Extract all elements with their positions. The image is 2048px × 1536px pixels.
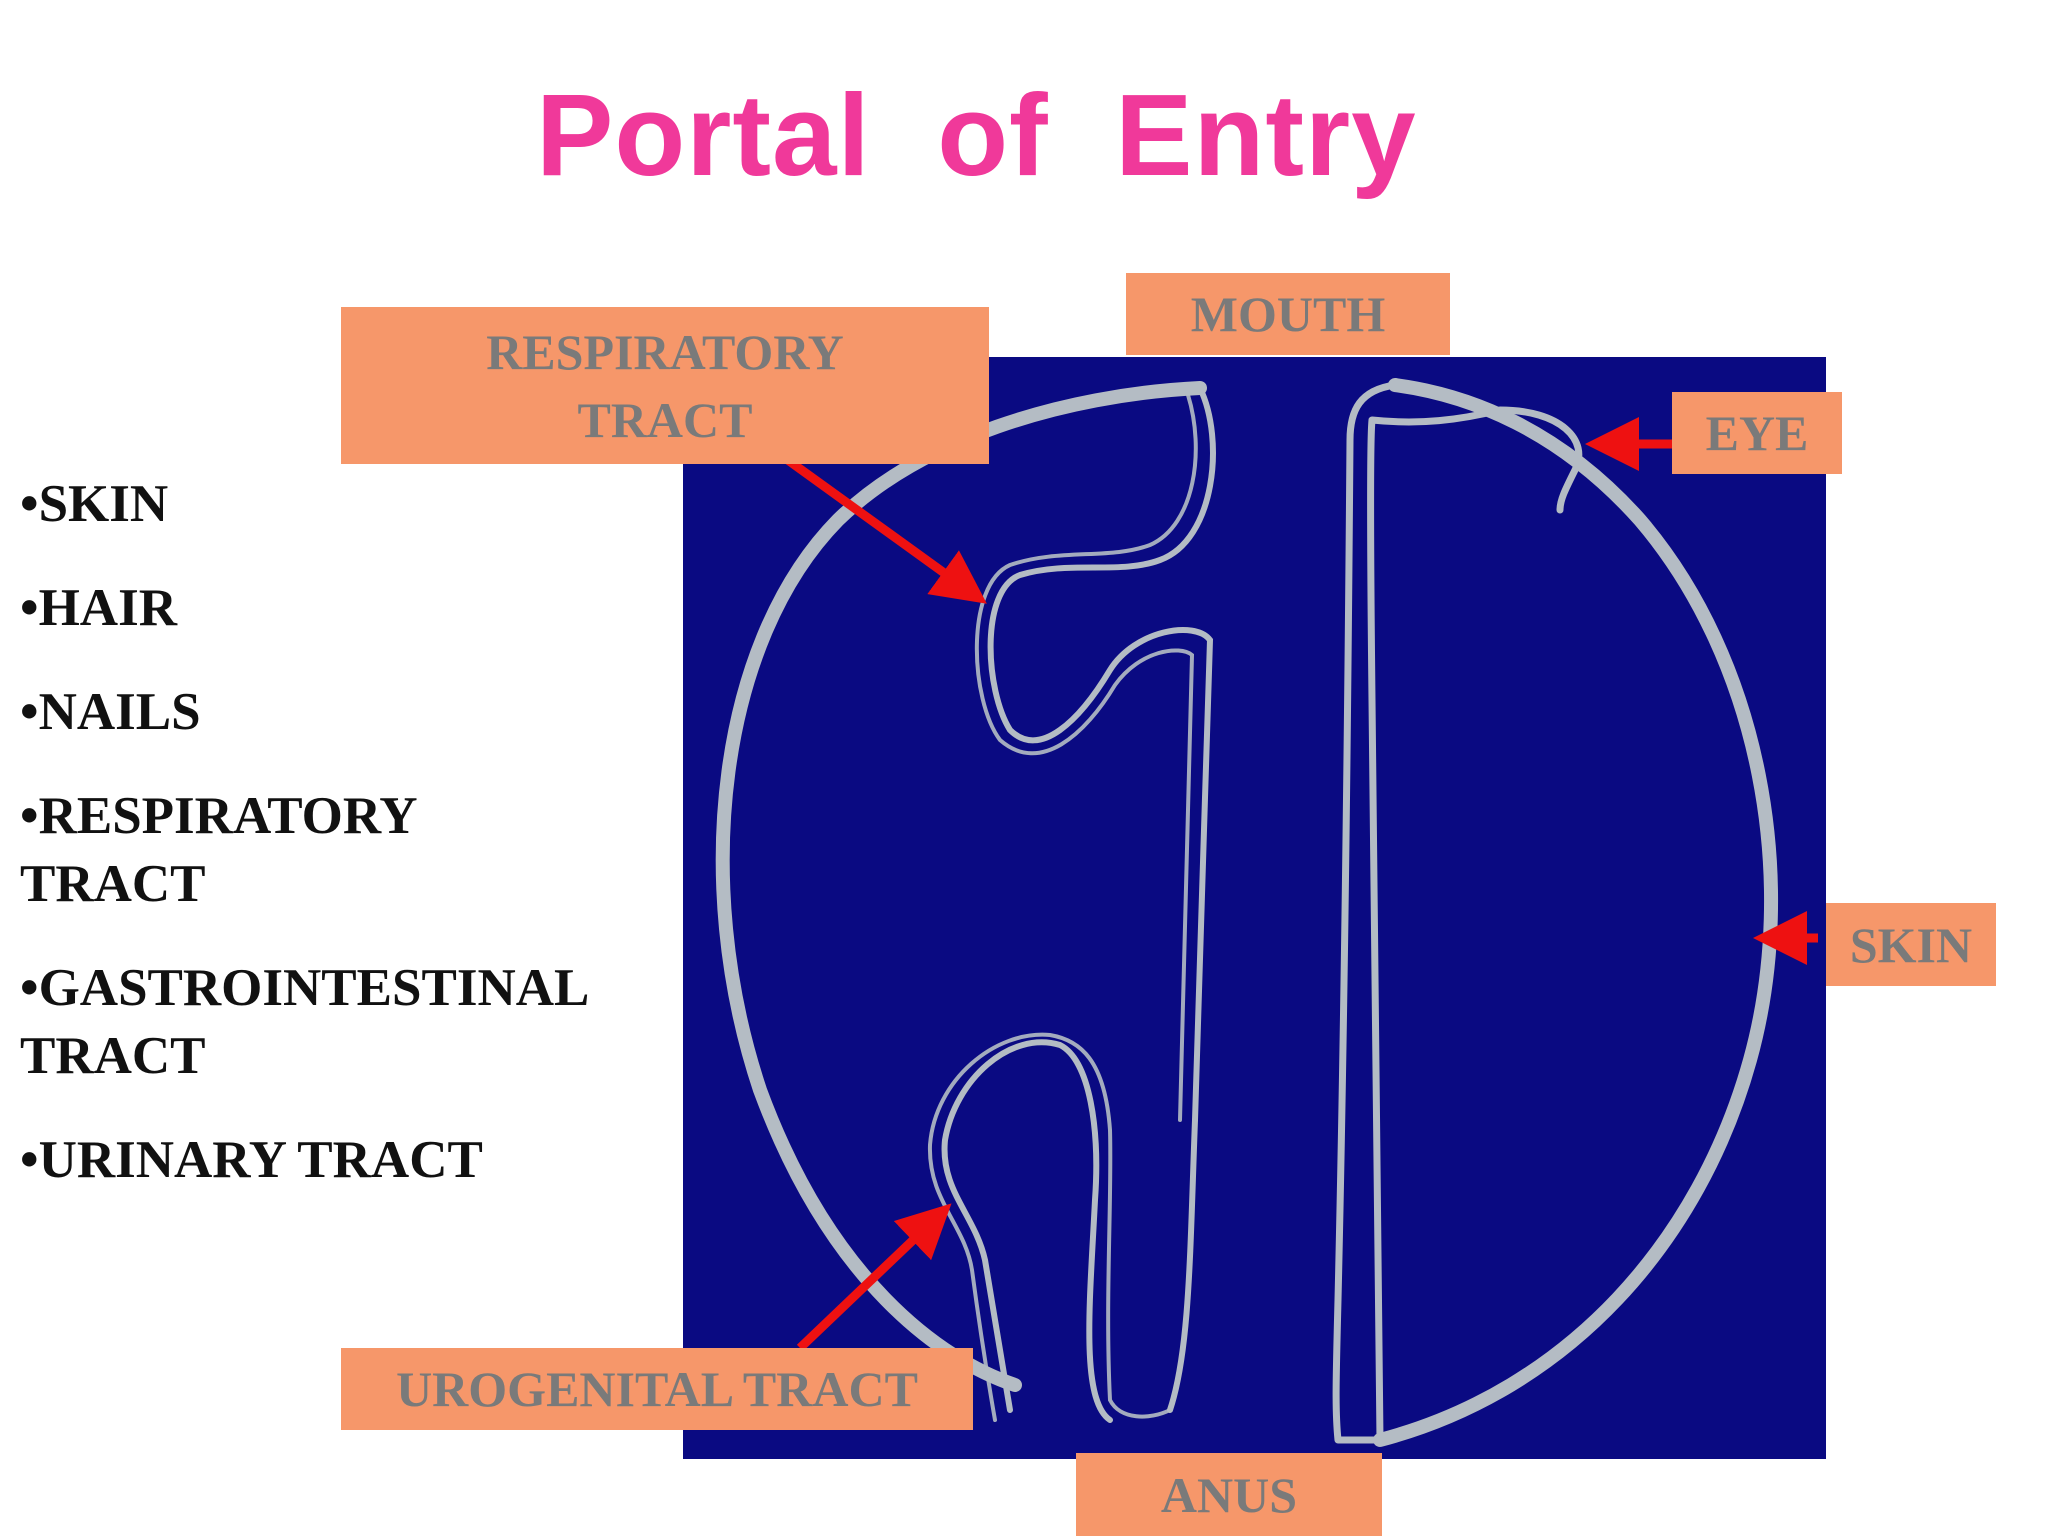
- respiratory-arrow: [782, 454, 987, 604]
- label-anus: ANUS: [1076, 1453, 1382, 1536]
- urogenital-tract-connector: [1167, 1117, 1198, 1413]
- slide-title: Portal of Entry: [536, 70, 1417, 200]
- label-urogenital-tract-text: UROGENITAL TRACT: [396, 1361, 918, 1417]
- label-respiratory-tract-text: RESPIRATORY TRACT: [486, 323, 844, 448]
- label-skin-text: SKIN: [1849, 916, 1973, 973]
- list-item-hair: HAIR: [20, 574, 680, 642]
- respiratory-tract-shape: [987, 385, 1216, 1123]
- list-item-gastrointestinal-tract: GASTROINTESTINAL TRACT: [20, 954, 680, 1090]
- gi-tract-tube: [1332, 381, 1583, 1444]
- urogenital-tract-inner: [927, 1032, 1172, 1422]
- list-item-respiratory-tract: RESPIRATORY TRACT: [20, 782, 680, 918]
- label-skin: SKIN: [1826, 903, 1996, 986]
- label-eye-text: EYE: [1705, 405, 1809, 461]
- list-item-urinary-tract: URINARY TRACT: [20, 1126, 680, 1194]
- label-mouth-text: MOUTH: [1190, 286, 1386, 342]
- label-anus-text: ANUS: [1160, 1466, 1298, 1523]
- list-item-skin: SKIN: [20, 470, 680, 538]
- portal-list: SKIN HAIR NAILS RESPIRATORY TRACT GASTRO…: [20, 470, 680, 1230]
- label-eye: EYE: [1672, 392, 1842, 474]
- urogenital-tract-shape: [941, 1039, 1113, 1423]
- label-mouth: MOUTH: [1126, 273, 1450, 355]
- respiratory-tract-inner: [974, 393, 1198, 1122]
- label-respiratory-tract: RESPIRATORY TRACT: [341, 307, 989, 464]
- list-item-nails: NAILS: [20, 678, 680, 746]
- urogenital-arrow: [796, 1203, 952, 1352]
- label-urogenital-tract: UROGENITAL TRACT: [341, 1348, 973, 1430]
